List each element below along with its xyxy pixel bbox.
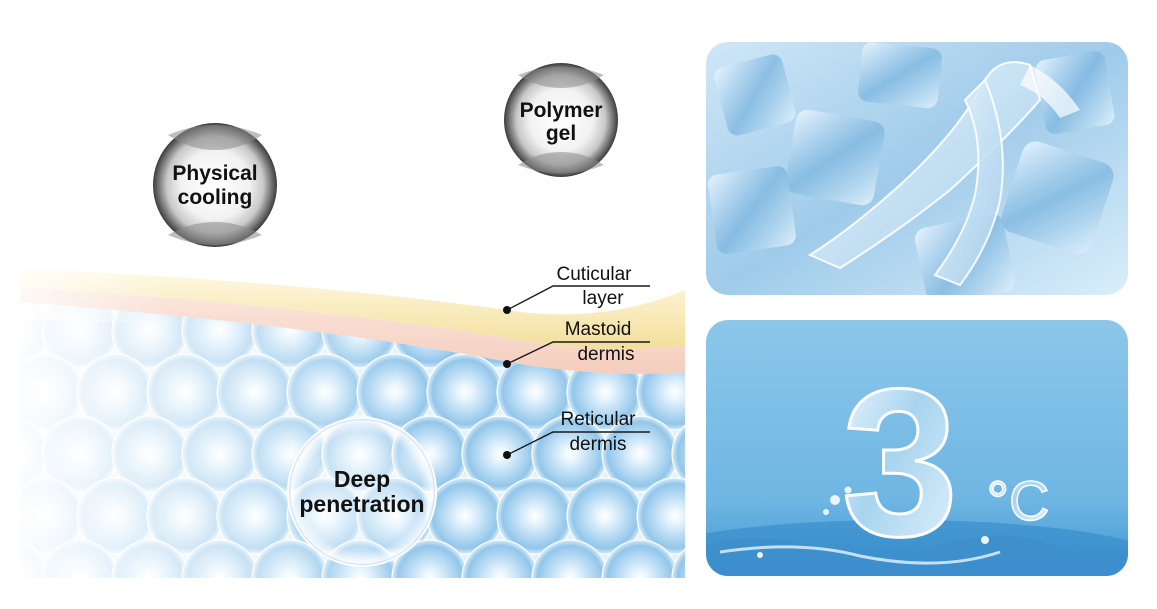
celsius-unit: °C: [987, 469, 1050, 532]
ice-digit-three: 3: [842, 345, 959, 580]
label-mastoid-line2: dermis: [577, 344, 634, 365]
label-reticular-line2: dermis: [569, 434, 626, 455]
ice-ribbon-photo: [706, 42, 1128, 295]
deep-penetration-bubble: Deep penetration: [287, 417, 437, 567]
physical-cooling-line2: cooling: [178, 186, 253, 209]
label-cuticular-line2: layer: [582, 288, 624, 309]
three-degree-photo: 3 °C: [706, 320, 1128, 580]
label-cuticular-line1: Cuticular: [557, 264, 633, 285]
physical-cooling-line1: Physical: [172, 162, 257, 185]
layer-pointer-reticular: [503, 431, 650, 459]
layer-pointer-cuticular: [503, 285, 650, 314]
deep-penetration-line2: penetration: [299, 491, 424, 517]
ribbon: [807, 61, 1080, 287]
polymer-gel-sphere: Polymer gel: [504, 63, 618, 177]
physical-cooling-sphere: Physical cooling: [153, 123, 277, 247]
polymer-gel-line2: gel: [546, 122, 576, 145]
label-mastoid-line1: Mastoid: [565, 319, 632, 340]
layer-pointer-mastoid: [503, 341, 650, 368]
water-splash: [757, 486, 989, 558]
deep-penetration-line1: Deep: [334, 466, 390, 492]
polymer-gel-line1: Polymer: [520, 99, 603, 122]
label-reticular-line1: Reticular: [561, 409, 637, 430]
